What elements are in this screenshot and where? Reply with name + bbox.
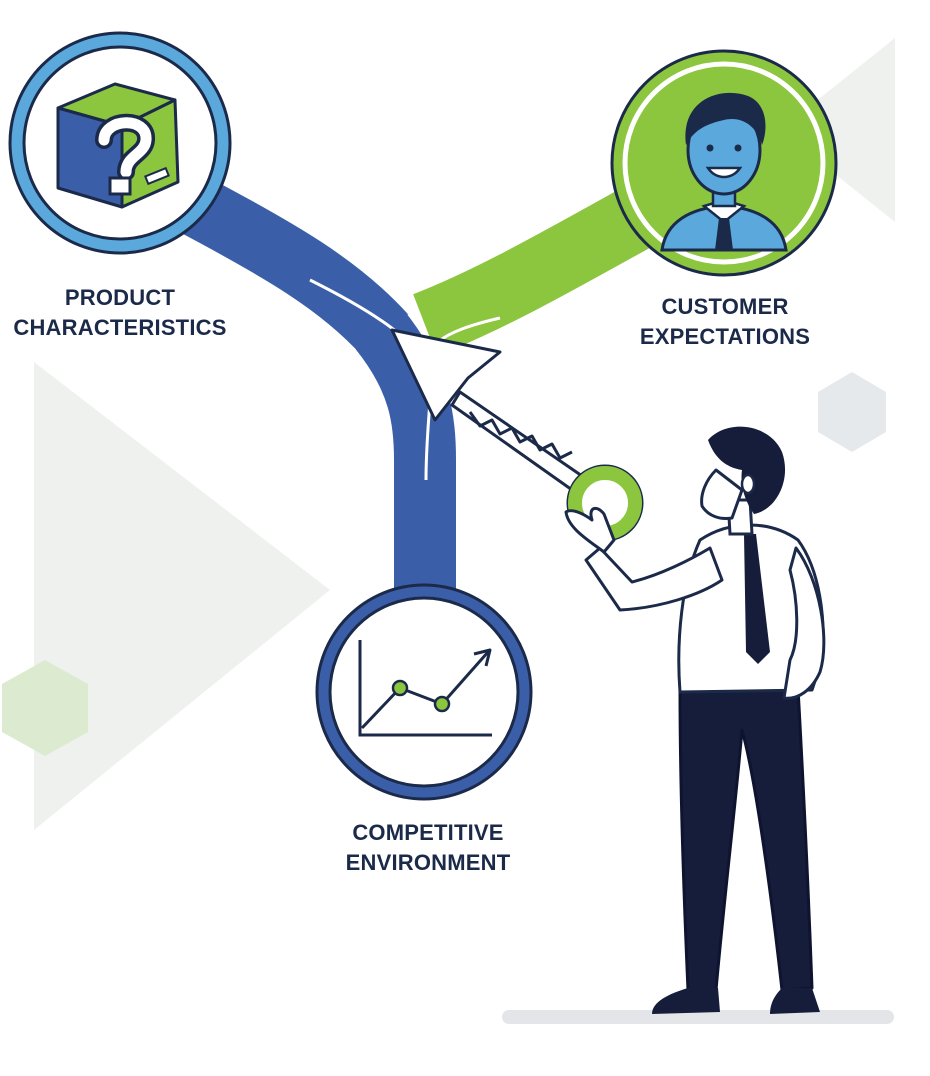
chart-arrowhead (473, 648, 492, 667)
label-competitive-line-1: COMPETITIVE (352, 820, 504, 845)
path-product (170, 172, 409, 357)
path-customer (413, 181, 667, 356)
question-mark-fill (98, 117, 152, 178)
label-customer-line-1: CUSTOMER (661, 294, 789, 319)
person-arm-raised (584, 546, 724, 612)
person-face (700, 468, 744, 520)
floor-shadow (502, 1010, 894, 1024)
label-product-characteristics: PRODUCT CHARACTERISTICS (0, 283, 240, 343)
person-hand (564, 506, 616, 554)
label-competitive-line-2: ENVIRONMENT (345, 850, 511, 875)
competitive-circle (315, 583, 533, 801)
question-box-icon (56, 82, 180, 209)
person-shoe-left (652, 988, 720, 1014)
person-tie (744, 534, 770, 664)
label-customer-expectations: CUSTOMER EXPECTATIONS (612, 292, 838, 352)
person-legs (678, 686, 814, 992)
bg-triangle-right (780, 38, 895, 222)
box-label (144, 166, 170, 186)
bg-hexagon-green (2, 660, 88, 756)
label-product-line-2: CHARACTERISTICS (13, 315, 227, 340)
person-ear (740, 473, 756, 495)
product-circle (8, 31, 232, 255)
background-shapes (2, 38, 895, 1024)
label-product-line-1: PRODUCT (64, 285, 176, 310)
person-shoe-right (770, 988, 820, 1014)
avatar-smile (705, 166, 743, 179)
person-hair (708, 426, 786, 514)
key-arrowhead (390, 328, 502, 422)
key-teeth (468, 411, 573, 460)
path-competitive (355, 310, 456, 600)
competitive-circle-inner (328, 596, 520, 788)
chart-point-1 (391, 679, 409, 697)
bg-hexagon-gray (818, 372, 886, 452)
chart-point-2 (433, 695, 451, 713)
question-dot (108, 176, 132, 196)
converging-paths (170, 172, 667, 600)
businessman-avatar-icon (660, 92, 788, 252)
avatar-eye-left (706, 144, 714, 152)
avatar-tie (715, 218, 733, 250)
trend-chart-icon (358, 640, 492, 737)
customer-circle (610, 49, 838, 277)
chart-axes (358, 640, 492, 737)
avatar-eye-right (734, 144, 742, 152)
bg-triangle-large (34, 362, 330, 830)
label-competitive-environment: COMPETITIVE ENVIRONMENT (318, 818, 538, 878)
chart-trend-line (360, 651, 490, 730)
avatar-hair (685, 92, 766, 145)
key-icon (390, 328, 644, 542)
label-customer-line-2: EXPECTATIONS (639, 324, 811, 349)
person-arm-back (782, 546, 826, 700)
businessman-figure (564, 426, 826, 1014)
